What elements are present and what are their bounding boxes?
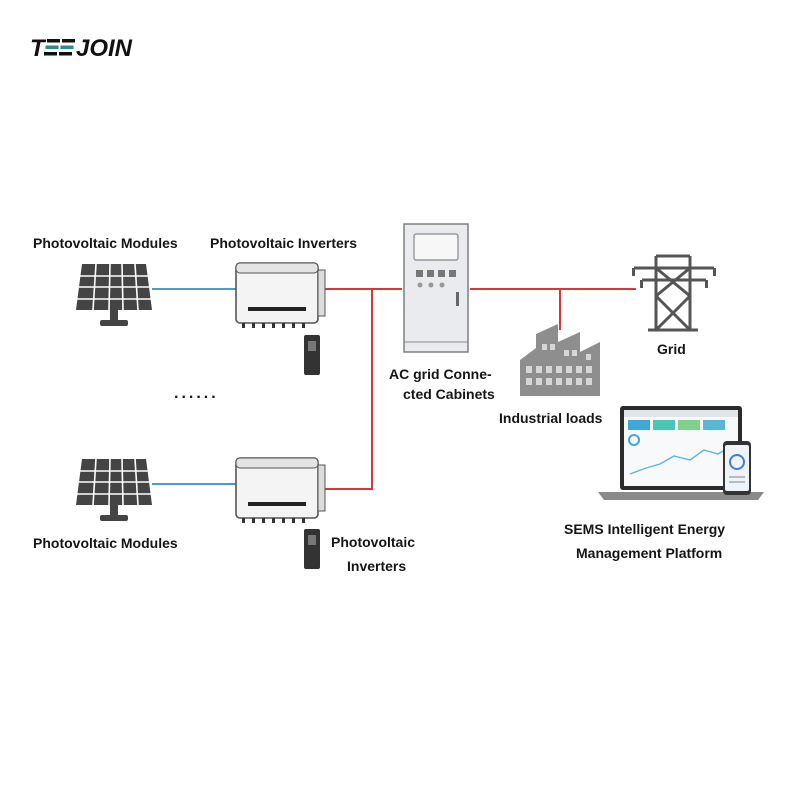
ac-cabinet-label-2: cted Cabinets	[403, 386, 495, 402]
pv-modules-label-top: Photovoltaic Modules	[33, 235, 178, 251]
sems-label-2: Management Platform	[576, 545, 723, 561]
dc-isolator-icon	[304, 335, 320, 375]
teejoin-logo: T JOIN	[30, 35, 133, 62]
ellipsis-dots: ......	[174, 385, 219, 402]
transmission-tower-icon	[632, 254, 716, 332]
svg-text:JOIN: JOIN	[76, 35, 133, 62]
pv-inverters-label-bottom-2: Inverters	[347, 558, 407, 574]
dc-isolator-icon	[304, 529, 320, 569]
laptop-icon	[598, 406, 764, 500]
smartphone-icon	[723, 441, 751, 495]
solar-panel-icon	[76, 458, 152, 521]
ac-cabinet-icon	[403, 223, 469, 353]
pv-inverters-label-top: Photovoltaic Inverters	[210, 235, 358, 251]
industrial-loads-label: Industrial loads	[499, 410, 603, 426]
ac-line-bottom	[323, 289, 373, 490]
sems-label-1: SEMS Intelligent Energy	[564, 521, 726, 537]
inverter-icon	[235, 457, 326, 523]
solar-panel-icon	[76, 263, 152, 326]
pv-modules-label-bottom: Photovoltaic Modules	[33, 535, 178, 551]
logo-ee-mark-icon	[44, 39, 75, 56]
factory-icon	[520, 324, 600, 396]
inverter-icon	[235, 262, 326, 328]
svg-text:T: T	[30, 35, 47, 62]
pv-inverters-label-bottom-1: Photovoltaic	[331, 534, 416, 550]
ac-cabinet-label-1: AC grid Conne-	[389, 366, 492, 382]
grid-label: Grid	[657, 341, 686, 357]
